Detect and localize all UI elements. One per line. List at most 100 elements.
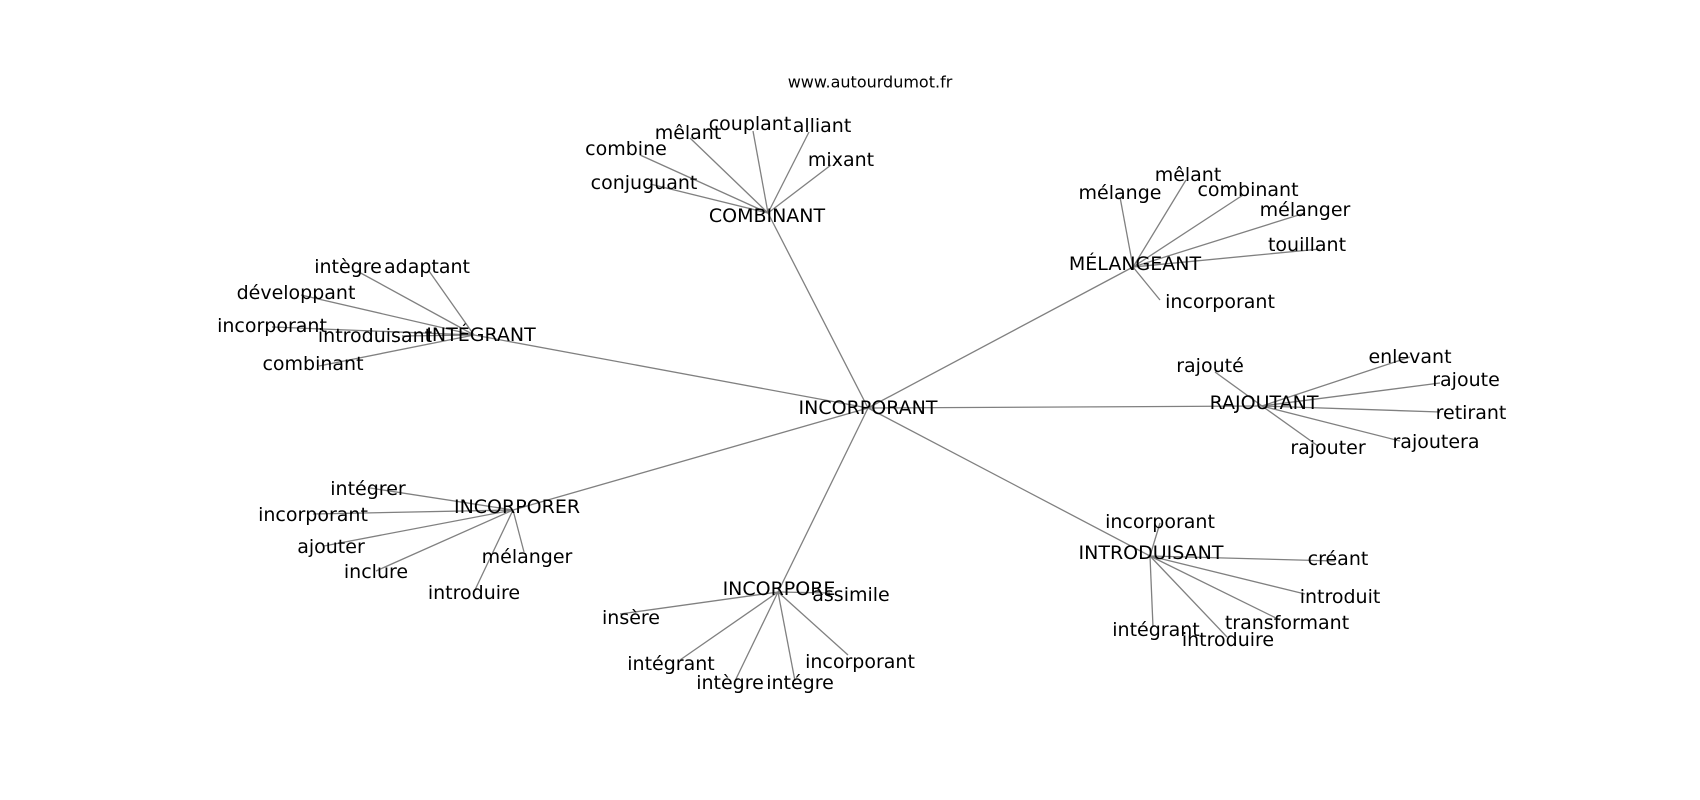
cluster-1-leaf-edge [767,131,810,214]
cluster-1-leaf-edge [752,130,769,214]
cluster-2-leaf-label: mélange [1079,182,1162,204]
cluster-4-leaf-edge [1261,356,1411,407]
cluster-1-leaf-label: alliant [793,115,852,137]
cluster-7-leaf-edge [777,591,831,594]
cluster-1-leaf-label: mêlant [655,122,722,144]
cluster-5-leaf-edge [375,509,514,572]
cluster-5-leaf-edge [473,509,514,593]
cluster-7-leaf-label: intégrant [627,653,714,675]
cluster-5-hub-label: INCORPORER [454,496,580,518]
cluster-6-edge [867,407,1151,557]
cluster-6-leaf-label: créant [1308,548,1369,570]
cluster-6-leaf-edge [1149,555,1228,638]
cluster-1-leaf-label: mixant [808,149,874,171]
cluster-5-leaf-edge [512,509,525,553]
cluster-1-edge [767,212,869,409]
cluster-1-leaf-edge [767,164,832,214]
cluster-7-leaf-edge [777,591,849,656]
cluster-2-leaf-edge [1132,179,1187,268]
cluster-4-leaf-edge [1261,405,1319,447]
cluster-3-leaf-label: combinant [262,353,363,375]
cluster-2-leaf-label: touillant [1268,234,1346,256]
cluster-5-leaf-edge [369,487,514,511]
cluster-4-leaf-edge [1214,371,1263,407]
cluster-7-edge [777,407,869,593]
cluster-6-hub-label: INTRODUISANT [1079,542,1224,564]
cluster-4-leaf-label: rajouté [1176,355,1244,377]
cluster-4-leaf-label: rajouter [1290,437,1366,459]
cluster-1-leaf-edge [689,137,769,214]
cluster-5-leaf-label: intégrer [330,478,406,500]
cluster-2-leaf-label: incorporant [1165,291,1275,313]
cluster-5-leaf-label: introduire [428,582,520,604]
cluster-2-leaf-label: mélanger [1260,199,1351,221]
cluster-7-leaf-edge [734,591,779,682]
cluster-3-leaf-edge [271,326,475,336]
cluster-2-leaf-edge [1119,196,1134,268]
cluster-3-edge [473,334,869,409]
cluster-2-leaf-edge [1132,248,1321,268]
center-node-label: INCORPORANT [799,397,938,419]
cluster-3-leaf-edge [356,270,475,336]
cluster-6-leaf-label: incorporant [1105,511,1215,533]
cluster-7-leaf-label: insère [602,607,660,629]
cluster-7-leaf-edge [619,591,779,615]
cluster-6-leaf-edge [1149,555,1336,562]
cluster-3-leaf-label: introduisant [318,325,432,347]
cluster-5-leaf-edge [312,509,514,515]
cluster-5-leaf-label: inclure [344,561,408,583]
cluster-5-leaf-label: incorporant [258,504,368,526]
cluster-3-leaf-edge [401,334,475,337]
cluster-7-hub-label: INCORPORE [723,578,836,600]
cluster-3-leaf-edge [300,294,475,336]
cluster-6-leaf-label: introduit [1300,586,1381,608]
cluster-7-leaf-label: assimile [812,584,889,606]
cluster-6-leaf-edge [1149,555,1154,628]
cluster-1-leaf-edge [639,154,769,214]
cluster-6-leaf-edge [1149,522,1161,557]
cluster-6-leaf-edge [1149,555,1306,595]
cluster-1-leaf-label: conjuguant [591,172,698,194]
cluster-2-leaf-edge [1132,266,1161,301]
cluster-1-leaf-edge [649,183,769,214]
cluster-4-leaf-edge [1261,405,1401,442]
cluster-7-leaf-edge [777,591,796,682]
cluster-5-edge [512,407,869,511]
cluster-4-edge [867,405,1263,409]
cluster-3-leaf-edge [428,270,475,336]
cluster-2-hub-label: MÉLANGEANT [1069,252,1202,275]
cluster-1-leaf-label: couplant [709,113,792,135]
cluster-3-leaf-label: incorporant [217,315,327,337]
watermark: www.autourdumot.fr [788,73,953,92]
cluster-1-hub-label: COMBINANT [709,205,826,227]
cluster-5-leaf-label: ajouter [297,536,365,558]
cluster-4-leaf-edge [1261,382,1441,407]
cluster-3-hub-label: INTÉGRANT [426,323,536,346]
cluster-6-leaf-label: introduire [1182,629,1274,651]
cluster-2-leaf-edge [1132,194,1244,268]
cluster-3-leaf-label: intègre [314,256,382,278]
cluster-4-leaf-edge [1261,405,1441,413]
cluster-7-leaf-label: intégre [766,672,834,694]
cluster-3-leaf-label: adaptant [384,256,470,278]
cluster-6-leaf-label: transformant [1225,612,1349,634]
cluster-2-leaf-label: combinant [1197,179,1298,201]
cluster-3-leaf-label: développant [237,282,356,304]
cluster-2-leaf-label: mêlant [1155,164,1222,186]
cluster-6-leaf-edge [1149,555,1281,621]
cluster-1-leaf-label: combine [585,138,667,160]
cluster-4-leaf-label: retirant [1436,402,1507,424]
cluster-4-hub-label: RAJOUTANT [1210,392,1319,414]
cluster-7-leaf-label: incorporant [805,651,915,673]
graph-edges [271,130,1441,682]
cluster-5-leaf-label: mélanger [482,546,573,568]
cluster-4-leaf-label: enlevant [1368,346,1451,368]
cluster-7-leaf-label: intègre [696,672,764,694]
cluster-6-leaf-label: intégrant [1112,619,1199,641]
graph-labels: www.autourdumot.fr INCORPORANTcombinemêl… [217,73,1506,695]
cluster-5-leaf-edge [323,509,514,547]
cluster-4-leaf-label: rajoutera [1393,431,1480,453]
cluster-2-leaf-edge [1132,212,1306,268]
cluster-3-leaf-edge [318,334,475,367]
